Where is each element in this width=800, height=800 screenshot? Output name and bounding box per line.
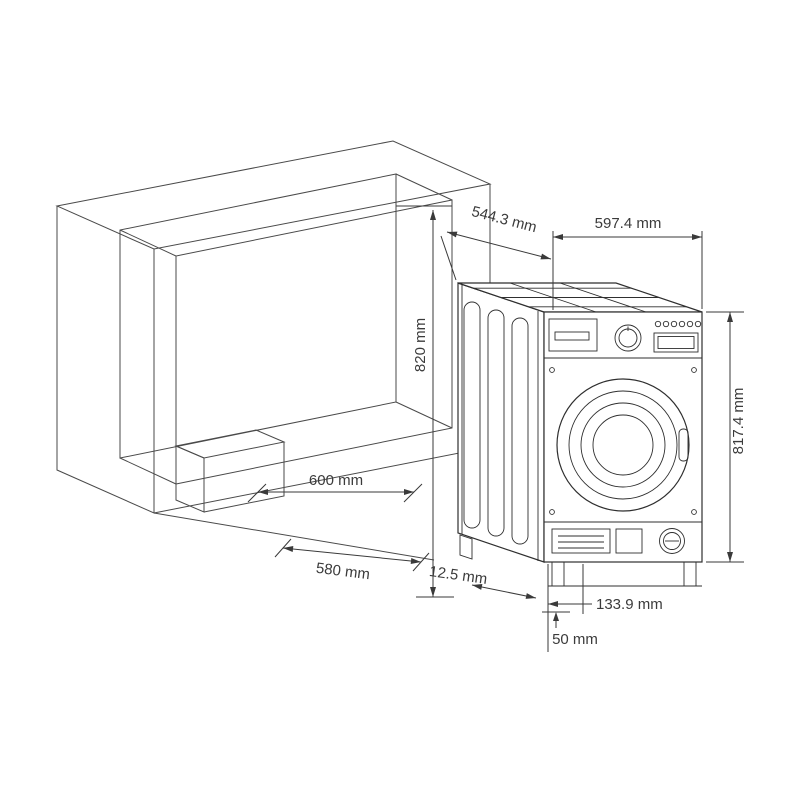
dim-front-clearance: 50 mm [542,611,598,648]
dim-base-thickness: 12.5 mm [428,563,537,599]
dim-label-niche-height: 820 mm [412,318,429,372]
door-rim [568,390,678,500]
dim-label-machine-width: 597.4 mm [595,215,662,232]
screw-mark [691,367,697,373]
dim-label-base-thickness: 12.5 mm [428,563,488,588]
door-handle [678,428,689,462]
dim-niche-depth: 600 mm [247,472,423,503]
door-assembly [556,378,690,512]
machine-side-panel [457,282,545,563]
drawer-handle [554,331,590,341]
dim-label-machine-height: 817.4 mm [730,388,747,455]
machine-front-panel [543,311,703,587]
filter-cap [659,528,685,554]
cabinet-inner-opening [175,199,453,485]
door-outer-ring [556,378,690,512]
vent-grille [551,528,611,554]
door-glass [580,402,666,488]
dim-plinth-recess: 133.9 mm [547,564,663,652]
dim-machine-width: 597.4 mm [553,215,703,309]
cabinet-niche [55,140,492,561]
service-panel [544,521,702,554]
side-foot [459,534,473,560]
control-buttons [654,320,702,328]
screw-mark [549,367,555,373]
access-hatch [615,528,643,554]
dim-machine-height: 817.4 mm [706,311,747,563]
cabinet-depth-lines [119,173,453,485]
display-window [653,332,699,353]
dim-label-plinth-recess: 133.9 mm [596,596,663,613]
side-rib-2 [487,309,505,537]
dim-label-front-clearance: 50 mm [552,631,598,648]
screw-mark [549,509,555,515]
program-dial [614,324,642,352]
machine-top-panel [457,282,703,313]
dim-door-depth: 580 mm [274,538,430,583]
cabinet-back-wall [119,173,397,459]
cabinet-plinth [174,429,286,513]
control-panel [548,318,702,353]
front-foot-right [683,561,697,587]
dim-niche-height: 820 mm [396,205,454,598]
dim-label-door-depth: 580 mm [315,560,371,583]
cabinet-left-face [56,206,155,514]
floor-line [153,512,435,561]
screw-mark [691,509,697,515]
detergent-drawer [548,318,598,352]
front-foot-left [551,561,565,587]
washing-machine [457,282,703,587]
side-rib-1 [463,301,481,529]
dim-label-machine-depth: 544.3 mm [470,203,539,236]
cabinet-top-face [55,140,492,250]
side-rib-3 [511,317,529,545]
dim-label-niche-depth: 600 mm [309,472,363,489]
